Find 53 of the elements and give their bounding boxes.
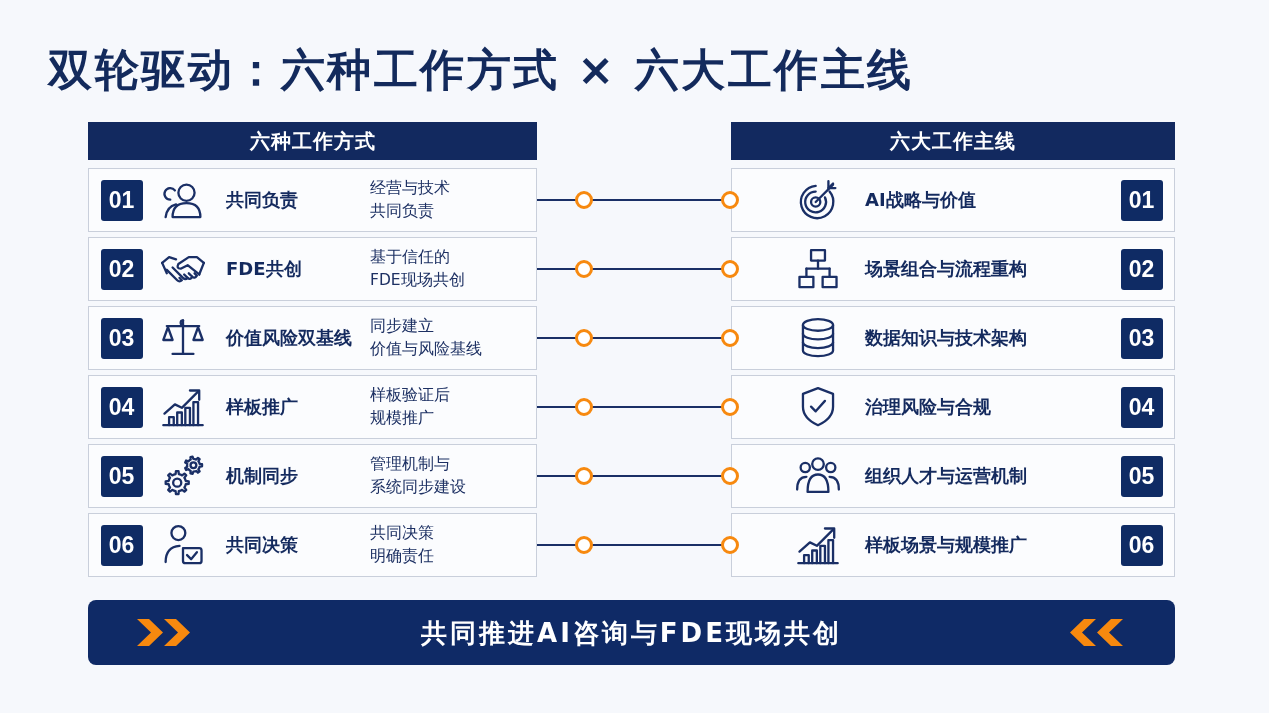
item-title: AI战略与价值 <box>865 188 976 212</box>
item-title: FDE共创 <box>226 257 302 281</box>
connector-line <box>536 191 739 209</box>
connector-line <box>536 398 739 416</box>
row-card <box>88 306 537 370</box>
number-badge: 06 <box>100 524 143 566</box>
row-card <box>731 237 1175 301</box>
number-badge: 05 <box>100 455 143 497</box>
item-description: 样板验证后规模推广 <box>370 385 450 429</box>
connector-line <box>536 467 739 485</box>
item-title: 共同决策 <box>226 533 298 557</box>
section-header: 六种工作方式 <box>88 122 537 160</box>
number-badge: 04 <box>1120 386 1163 428</box>
banner-text: 共同推进AI咨询与FDE现场共创 <box>421 616 842 650</box>
item-title: 共同负责 <box>226 188 298 212</box>
number-badge: 01 <box>100 179 143 221</box>
page-title: 双轮驱动：六种工作方式 × 六大工作主线 <box>48 43 914 97</box>
item-title: 治理风险与合规 <box>865 395 991 419</box>
item-description: 共同决策明确责任 <box>370 523 434 567</box>
row-card <box>731 513 1175 577</box>
item-description: 管理机制与系统同步建设 <box>370 454 466 498</box>
number-badge: 01 <box>1120 179 1163 221</box>
number-badge: 05 <box>1120 455 1163 497</box>
item-title: 数据知识与技术架构 <box>865 326 1027 350</box>
number-badge: 03 <box>1120 317 1163 359</box>
section-header: 六大工作主线 <box>731 122 1175 160</box>
item-title: 样板场景与规模推广 <box>865 533 1027 557</box>
item-description: 经营与技术共同负责 <box>370 178 450 222</box>
row-card <box>731 168 1175 232</box>
item-title: 样板推广 <box>226 395 298 419</box>
row-card <box>88 444 537 508</box>
connector-line <box>536 260 739 278</box>
row-card <box>731 444 1175 508</box>
item-description: 同步建立价值与风险基线 <box>370 316 482 360</box>
row-card <box>88 237 537 301</box>
number-badge: 02 <box>1120 248 1163 290</box>
row-card <box>88 168 537 232</box>
item-title: 价值风险双基线 <box>226 326 352 350</box>
item-title: 机制同步 <box>226 464 298 488</box>
item-title: 场景组合与流程重构 <box>865 257 1027 281</box>
number-badge: 03 <box>100 317 143 359</box>
item-title: 组织人才与运营机制 <box>865 464 1027 488</box>
banner-bar <box>88 600 1175 665</box>
row-card <box>88 513 537 577</box>
row-card <box>88 375 537 439</box>
number-badge: 02 <box>100 248 143 290</box>
connector-line <box>536 536 739 554</box>
number-badge: 04 <box>100 386 143 428</box>
row-card <box>731 375 1175 439</box>
connector-line <box>536 329 739 347</box>
item-description: 基于信任的FDE现场共创 <box>370 247 465 291</box>
row-card <box>731 306 1175 370</box>
number-badge: 06 <box>1120 524 1163 566</box>
